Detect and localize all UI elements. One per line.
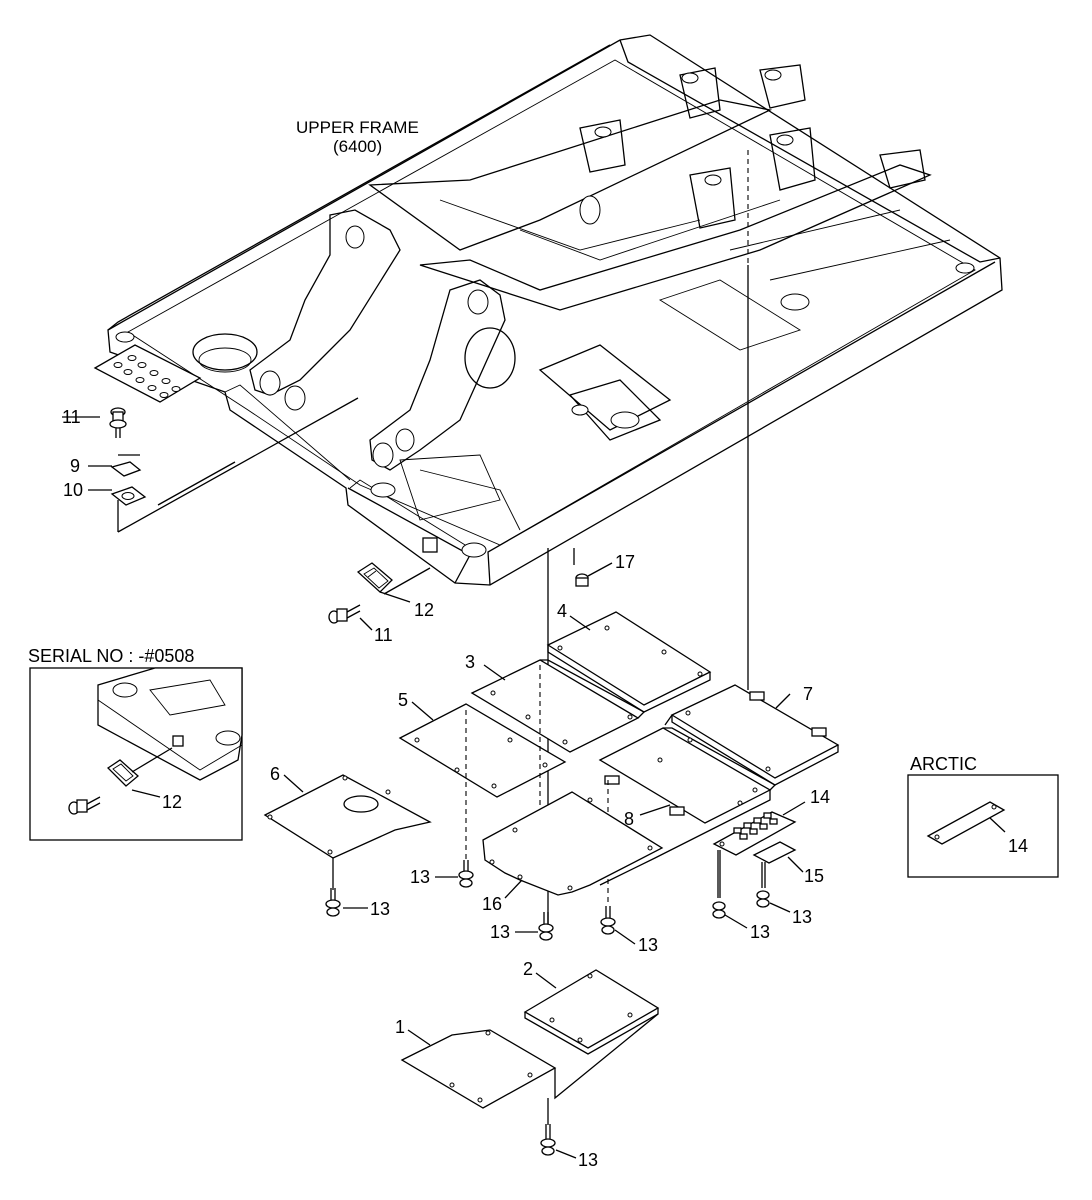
callout-3: 3 <box>465 652 475 672</box>
part-11-bolt-upper <box>109 407 127 438</box>
callout-13-g: 13 <box>578 1150 598 1170</box>
part-13-bolt-f <box>756 862 770 908</box>
serial-no-label: SERIAL NO : -#0508 <box>28 646 194 666</box>
part-5-plate <box>398 703 567 798</box>
callout-1: 1 <box>395 1017 405 1037</box>
arctic-label: ARCTIC <box>910 754 977 774</box>
part-17-plug <box>575 573 589 587</box>
callout-9: 9 <box>70 456 80 476</box>
callout-7: 7 <box>803 684 813 704</box>
part-13-bolt-b <box>458 860 474 888</box>
part-9-plate <box>110 461 142 477</box>
part-13-bolt-e <box>712 850 726 919</box>
callout-11-upper: 11 <box>62 407 81 427</box>
callout-13-e: 13 <box>750 922 770 942</box>
part-12-cover <box>356 562 393 593</box>
part-3-plate <box>470 659 646 753</box>
callout-15: 15 <box>804 866 824 886</box>
callout-6: 6 <box>270 764 280 784</box>
callout-14-arctic: 14 <box>1008 836 1028 856</box>
part-2-plate <box>523 969 660 1055</box>
part-13-bolt-d <box>600 906 616 935</box>
part-11-bolt-lower <box>328 604 361 624</box>
upper-frame <box>93 34 1003 586</box>
part-1-plate <box>400 1029 557 1109</box>
part-6-plate <box>263 774 432 859</box>
callout-4: 4 <box>557 601 567 621</box>
callout-13-f: 13 <box>792 907 812 927</box>
callout-13-a: 13 <box>370 899 390 919</box>
part-13-bolt-g <box>540 1124 556 1156</box>
callout-12-main: 12 <box>414 600 434 620</box>
callout-2: 2 <box>523 959 533 979</box>
part-10-gasket <box>110 486 147 506</box>
upper-frame-code: (6400) <box>333 137 382 156</box>
callout-16: 16 <box>482 894 502 914</box>
callout-11-lower: 11 <box>374 625 393 645</box>
callout-8: 8 <box>624 809 634 829</box>
part-16-plate <box>482 791 664 896</box>
part-15-plate <box>752 841 797 864</box>
callout-13-d: 13 <box>638 935 658 955</box>
callout-13-c: 13 <box>490 922 510 942</box>
serial-no-inset <box>29 667 243 841</box>
callout-5: 5 <box>398 690 408 710</box>
upper-frame-label: UPPER FRAME <box>296 118 419 137</box>
callout-10: 10 <box>63 480 83 500</box>
part-8-plate <box>598 727 777 824</box>
callout-17: 17 <box>615 552 635 572</box>
part-13-bolt-c <box>538 912 554 941</box>
callout-14-main: 14 <box>810 787 830 807</box>
arctic-inset <box>907 774 1059 878</box>
part-14-plate <box>712 811 797 856</box>
part-13-bolt-a <box>325 888 341 917</box>
callout-13-b: 13 <box>410 867 430 887</box>
callout-12-inset: 12 <box>162 792 182 812</box>
